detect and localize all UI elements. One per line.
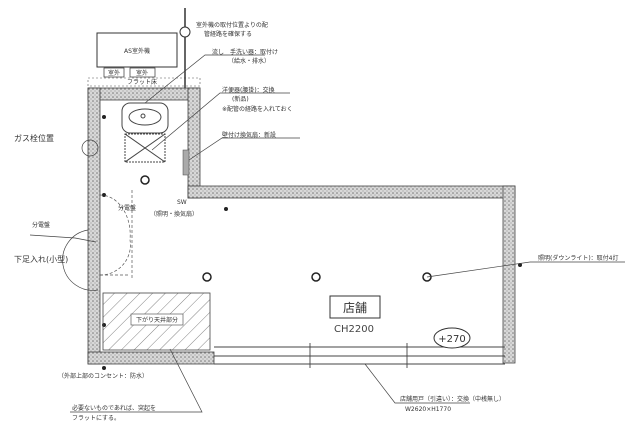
lowered-ceiling-area: 下がり天井部分 (102, 292, 211, 351)
light-icon (311, 272, 321, 282)
annotation-text: 壁付け換気扇：新設 (222, 131, 276, 139)
annotation-text: 分電盤 (32, 221, 50, 229)
toilet (121, 102, 169, 163)
annotation-text: 必要ないものであれば、突起を (72, 404, 156, 412)
room-label: 店舗 CH2200 +270 (329, 295, 471, 349)
annotation-text: 室外機の取付位置よりの配 (196, 21, 268, 29)
annotation-text: 下足入れ(小型) (14, 255, 68, 264)
pipe: 室外機の取付位置よりの配 管経路を確保する (179, 8, 268, 88)
annotation-text: （外部上部のコンセント：防水） (58, 372, 148, 380)
annotation-text: 室外 (136, 69, 148, 77)
annotation-text: 洋便器(腰掛)：交換 (222, 86, 275, 94)
annotation-text: 室外 (108, 69, 120, 77)
annotation-text: +270 (438, 334, 465, 345)
annotation-text: 照明(ダウンライト)：取付4灯 (538, 254, 619, 262)
annotation-text: （照明・換気扇） (150, 210, 198, 218)
annotation-text: 店舗 (343, 301, 367, 315)
walls (87, 87, 516, 365)
annotation-text: W2620×H1770 (405, 406, 451, 413)
annotation-text: 分電盤 (118, 204, 136, 212)
annotation-text: ガス栓位置 (14, 133, 54, 143)
outdoor-unit: AS室外機 室外 室外 フラット床 (87, 32, 201, 87)
light-icon (202, 272, 212, 282)
annotation-text: 流し 手洗い器：取付け (212, 48, 278, 56)
annotation-text: SW (177, 199, 187, 206)
annotation-text: CH2200 (334, 324, 374, 335)
annotation-text: ※配管の経路を入れておく (222, 105, 293, 113)
annotation-text: 店舗用戸（引違い）：交換（中桟無し） (400, 395, 505, 403)
light-icon (140, 175, 150, 185)
downlights (140, 175, 432, 282)
annotation-text: フラット床 (127, 78, 157, 86)
annotation-text: 下がり天井部分 (136, 316, 178, 324)
door-swing (99, 190, 133, 278)
annotations: 流し 手洗い器：取付け （給水・排水） 洋便器(腰掛)：交換 (新品) ※配管の… (14, 48, 619, 422)
annotation-text: （給水・排水） (228, 57, 270, 65)
annotation-text: AS室外機 (124, 47, 150, 55)
annotation-text: 管経路を確保する (204, 30, 252, 38)
annotation-text: (新品) (232, 95, 249, 103)
annotation-text: フラットにする。 (72, 415, 120, 422)
wall-fan (182, 149, 190, 176)
